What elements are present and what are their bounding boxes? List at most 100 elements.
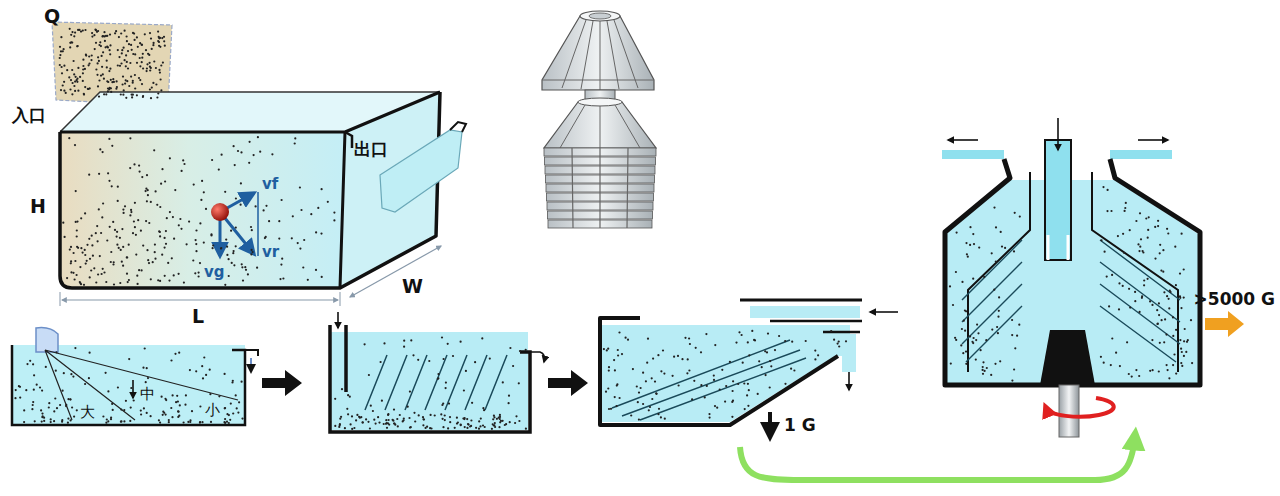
particle-dot — [250, 253, 252, 255]
particle-dot — [396, 418, 398, 420]
particle-dot — [983, 276, 985, 278]
particle-dot — [664, 418, 666, 420]
particle-dot — [997, 316, 999, 318]
simple-tank — [12, 345, 245, 425]
particle-dot — [444, 419, 446, 421]
particle-dot — [177, 410, 179, 412]
particle-dot — [240, 151, 242, 153]
particle-dot — [120, 93, 122, 95]
particle-dot — [1134, 300, 1136, 302]
particle-dot — [180, 228, 182, 230]
particle-dot — [212, 247, 214, 249]
particle-dot — [1159, 342, 1161, 344]
particle-dot — [29, 360, 31, 362]
particle-dot — [109, 49, 111, 51]
particle-dot — [155, 83, 157, 85]
particle-dot — [1137, 243, 1139, 245]
particle-dot — [291, 237, 293, 239]
particle-dot — [470, 425, 472, 427]
particle-dot — [448, 403, 450, 405]
particle-dot — [245, 269, 247, 271]
particle-dot — [66, 277, 68, 279]
particle-dot — [299, 186, 301, 188]
particle-dot — [14, 397, 16, 399]
particle-dot — [677, 355, 679, 357]
particle-dot — [709, 417, 711, 419]
particle-dot — [120, 420, 122, 422]
particle-dot — [120, 409, 122, 411]
particle-dot — [161, 254, 163, 256]
particle-dot — [122, 246, 124, 248]
particle-dot — [139, 65, 141, 67]
particle-dot — [751, 330, 753, 332]
particle-dot — [1168, 377, 1170, 379]
particle-dot — [993, 207, 995, 209]
particle-dot — [69, 88, 71, 90]
particle-dot — [986, 367, 988, 369]
particle-dot — [195, 370, 197, 372]
particle-dot — [48, 406, 50, 408]
particle-dot — [474, 361, 476, 363]
particle-dot — [224, 284, 226, 286]
particle-dot — [72, 82, 74, 84]
particle-dot — [368, 374, 370, 376]
particle-dot — [1173, 353, 1175, 355]
particle-dot — [139, 171, 141, 173]
particle-dot — [141, 57, 143, 59]
particle-dot — [133, 399, 135, 401]
particle-dot — [153, 42, 155, 44]
particle-dot — [1124, 207, 1126, 209]
particle-dot — [142, 367, 144, 369]
particle-dot — [425, 427, 427, 429]
particle-dot — [210, 234, 212, 236]
particle-dot — [111, 403, 113, 405]
particle-dot — [199, 262, 201, 264]
particle-dot — [1141, 297, 1143, 299]
particle-dot — [179, 218, 181, 220]
particle-dot — [282, 277, 284, 279]
particle-dot — [125, 65, 127, 67]
particle-dot — [100, 232, 102, 234]
particle-dot — [166, 217, 168, 219]
particle-dot — [76, 45, 78, 47]
particle-dot — [255, 205, 257, 207]
particle-dot — [168, 419, 170, 421]
particle-dot — [460, 424, 462, 426]
particle-dot — [152, 261, 154, 263]
particle-dot — [470, 419, 472, 421]
particle-dot — [117, 49, 119, 51]
particle-dot — [195, 239, 197, 241]
particle-dot — [122, 83, 124, 85]
particle-dot — [199, 222, 201, 224]
particle-dot — [467, 423, 469, 425]
particle-dot — [101, 35, 103, 37]
particle-dot — [138, 165, 140, 167]
particle-dot — [999, 360, 1001, 362]
particle-dot — [235, 245, 237, 247]
particle-dot — [1151, 339, 1153, 341]
particle-dot — [1172, 316, 1174, 318]
particle-dot — [226, 254, 228, 256]
particle-dot — [113, 283, 115, 285]
particle-dot — [105, 93, 107, 95]
particle-dot — [1126, 341, 1128, 343]
particle-dot — [350, 423, 352, 425]
particle-dot — [971, 341, 973, 343]
particle-dot — [80, 247, 82, 249]
particle-dot — [251, 229, 253, 231]
particle-dot — [466, 418, 468, 420]
particle-dot — [525, 428, 527, 430]
particle-dot — [1163, 291, 1165, 293]
particle-dot — [423, 418, 425, 420]
particle-dot — [154, 244, 156, 246]
particle-dot — [655, 392, 657, 394]
particle-dot — [241, 381, 243, 383]
particle-dot — [85, 55, 87, 57]
particle-dot — [518, 382, 520, 384]
particle-dot — [519, 350, 521, 352]
plate-settler — [848, 372, 850, 390]
particle-dot — [1172, 335, 1174, 337]
simple-tank — [132, 380, 134, 398]
particle-dot — [1165, 334, 1167, 336]
particle-dot — [403, 346, 405, 348]
